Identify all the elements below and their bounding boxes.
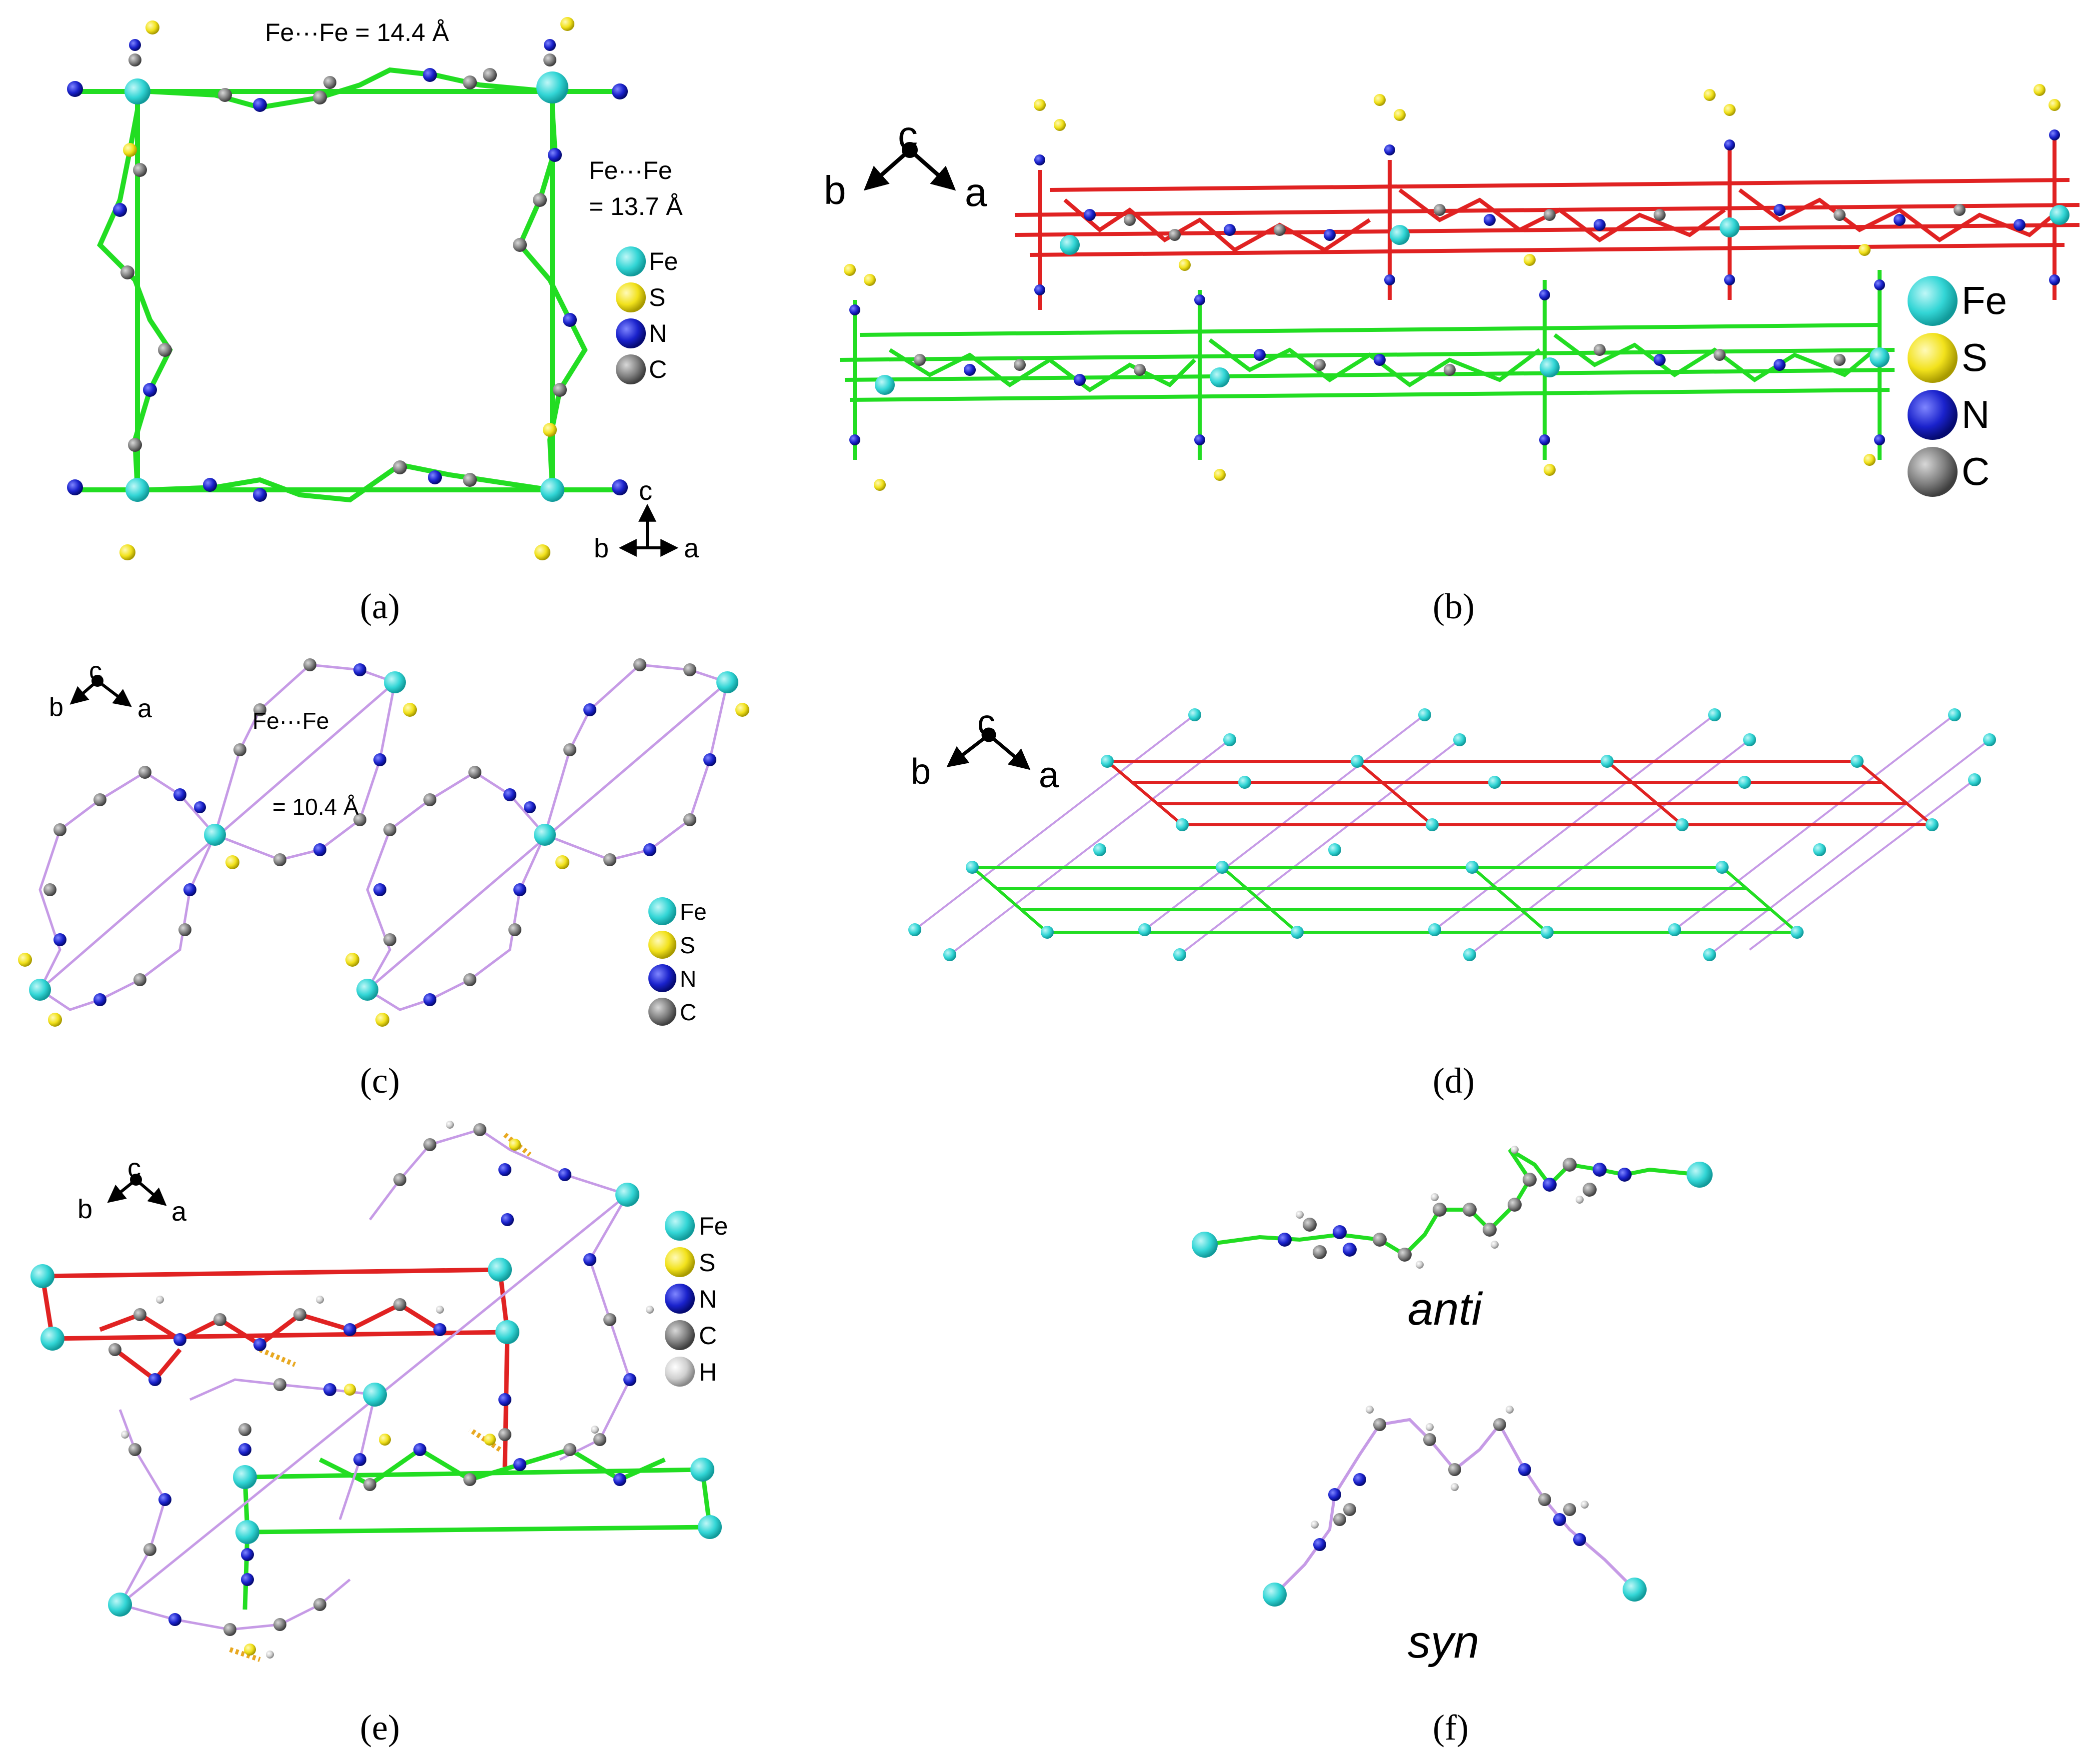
panel-b-green-layer bbox=[839, 270, 1895, 460]
panel-c-axis-c-label: c bbox=[89, 657, 102, 686]
panel-b-caption: (b) bbox=[1433, 586, 1475, 626]
panel-c: Fe···Fe = 10.4 Å c b a Fe S N C (c) bbox=[18, 657, 749, 1101]
panel-c-atoms bbox=[18, 658, 749, 1027]
panel-d-red-layer bbox=[1106, 760, 1933, 826]
panel-b-axis-a-label: a bbox=[965, 170, 987, 214]
legend-c-label: C bbox=[649, 355, 667, 383]
panel-e-red-net bbox=[40, 1267, 510, 1468]
legend-e-c-label: C bbox=[699, 1322, 717, 1350]
panel-b-axis-triad bbox=[863, 142, 956, 191]
panel-d-axis-a-label: a bbox=[1039, 755, 1059, 795]
panel-a-distance-vertical-1: Fe···Fe bbox=[589, 156, 672, 184]
legend-b-fe-label: Fe bbox=[1962, 278, 2007, 322]
panel-d-axis-b-label: b bbox=[911, 752, 931, 792]
legend-e-h-label: H bbox=[699, 1358, 717, 1386]
panel-c-caption: (c) bbox=[360, 1061, 400, 1101]
panel-d-axis-c-label: c bbox=[977, 703, 995, 743]
legend-b-c-label: C bbox=[1962, 449, 1990, 493]
panel-a-frame bbox=[75, 67, 620, 503]
legend-b-s-label: S bbox=[1962, 335, 1988, 379]
panel-c-distance-2: = 10.4 Å bbox=[272, 794, 359, 820]
legend-c-s-label: S bbox=[680, 932, 695, 958]
panel-d-green-layer bbox=[971, 866, 1798, 934]
panel-f-anti-conformer bbox=[1192, 1146, 1713, 1269]
legend-c-fe-label: Fe bbox=[680, 899, 707, 925]
panel-b-legend: Fe S N C bbox=[1908, 276, 2007, 497]
panel-d-fe-nodes bbox=[908, 708, 1996, 961]
panel-f-anti-label: anti bbox=[1408, 1284, 1483, 1335]
legend-c-n-label: N bbox=[680, 966, 696, 992]
legend-n-label: N bbox=[649, 319, 667, 347]
legend-e-s-label: S bbox=[699, 1249, 715, 1277]
panel-e-axis-b-label: b bbox=[77, 1194, 92, 1224]
panel-d-caption: (d) bbox=[1433, 1061, 1475, 1101]
panel-d-axis-triad bbox=[946, 727, 1031, 770]
panel-b: c b a Fe S N C (b) bbox=[824, 84, 2080, 626]
panel-a-axis-a-label: a bbox=[684, 533, 699, 563]
panel-a-axis-c-label: c bbox=[639, 476, 652, 506]
panel-a-legend: Fe S N C bbox=[616, 246, 678, 384]
panel-e-axis-triad bbox=[107, 1174, 167, 1206]
panel-c-legend: Fe S N C bbox=[648, 897, 707, 1026]
panel-a: Fe···Fe = 14.4 Å Fe···Fe = 13.7 Å Fe S N… bbox=[67, 17, 699, 626]
panel-f-caption: (f) bbox=[1433, 1708, 1469, 1748]
legend-b-n-label: N bbox=[1962, 392, 1990, 436]
panel-e-caption: (e) bbox=[360, 1708, 400, 1748]
panel-e-green-net bbox=[242, 1447, 712, 1610]
panel-c-axis-a-label: a bbox=[137, 694, 152, 723]
panel-b-axis-b-label: b bbox=[824, 168, 846, 212]
panel-c-axis-b-label: b bbox=[49, 693, 63, 722]
panel-a-axis-b-label: b bbox=[594, 533, 609, 563]
panel-f: anti syn (f) bbox=[1192, 1146, 1713, 1748]
legend-s-label: S bbox=[649, 283, 665, 311]
panel-b-atoms bbox=[844, 84, 2070, 491]
panel-e-legend: Fe S N C H bbox=[665, 1211, 728, 1387]
panel-e: c b a Fe S N C H (e) bbox=[30, 1121, 728, 1748]
panel-a-caption: (a) bbox=[360, 586, 400, 626]
legend-c-c-label: C bbox=[680, 999, 696, 1025]
panel-a-distance-horizontal: Fe···Fe = 14.4 Å bbox=[265, 18, 449, 46]
panel-a-distance-vertical-2: = 13.7 Å bbox=[589, 192, 683, 220]
panel-b-axis-c-label: c bbox=[898, 113, 918, 157]
panel-a-atoms bbox=[67, 17, 628, 560]
panel-a-axis-triad bbox=[618, 503, 679, 557]
panel-d: c b a (d) bbox=[908, 703, 1996, 1101]
panel-e-violet-net bbox=[118, 1128, 631, 1631]
legend-fe-label: Fe bbox=[649, 247, 678, 275]
panel-e-axis-a-label: a bbox=[171, 1197, 187, 1227]
panel-c-distance-1: Fe···Fe bbox=[252, 708, 329, 734]
panel-c-axis-triad bbox=[69, 675, 132, 707]
panel-e-axis-c-label: c bbox=[127, 1153, 141, 1183]
legend-e-fe-label: Fe bbox=[699, 1212, 728, 1240]
panel-e-atoms bbox=[30, 1121, 722, 1659]
panel-d-violet-grid bbox=[914, 714, 1991, 956]
panel-f-syn-label: syn bbox=[1408, 1617, 1479, 1668]
panel-f-syn-conformer bbox=[1263, 1406, 1647, 1607]
legend-e-n-label: N bbox=[699, 1285, 717, 1313]
